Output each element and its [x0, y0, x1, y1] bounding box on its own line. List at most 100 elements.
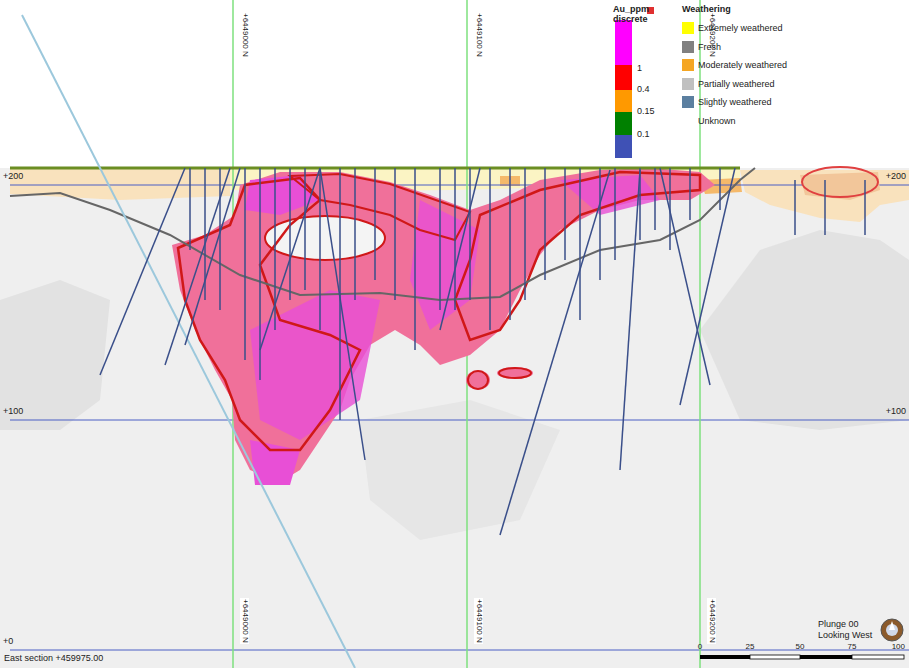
grid-line-elevation	[10, 650, 909, 651]
ore-grade-fill	[466, 370, 490, 390]
section-label: East section +459975.00	[4, 654, 103, 664]
legend-item: Unknown	[682, 115, 736, 127]
rock-zone	[0, 280, 110, 430]
drill-hole	[440, 168, 480, 330]
compass-icon	[881, 619, 903, 641]
drill-hole	[100, 168, 865, 535]
drill-hole	[289, 168, 291, 300]
ore-hole	[265, 216, 385, 260]
drill-hole	[660, 168, 710, 385]
scale-number: 25	[746, 643, 755, 652]
elevation-label: +100	[3, 407, 23, 417]
legend-title: discrete	[613, 15, 648, 25]
legend-swatch	[682, 96, 694, 108]
legend-text: Unknown	[698, 115, 736, 127]
color-scale-bar	[615, 20, 632, 65]
elevation-label: +100	[886, 407, 906, 417]
legend-text: Fresh	[698, 41, 721, 53]
ore-grade-fill	[497, 367, 533, 379]
ore-outline	[178, 167, 878, 450]
drill-hole	[680, 168, 735, 405]
legend-text: Extremely weathered	[698, 22, 783, 34]
drill-hole	[319, 168, 321, 330]
ore-outline	[802, 167, 878, 197]
ore-outline	[468, 371, 488, 389]
view-label: Plunge 00	[818, 620, 859, 630]
drill-hole	[620, 170, 640, 470]
legend-swatch	[682, 59, 694, 71]
legend-swatch	[682, 78, 694, 90]
ore-outline	[455, 172, 700, 340]
rock-zone	[700, 230, 909, 430]
scale-number: 75	[848, 643, 857, 652]
compass-icon	[889, 621, 895, 630]
drill-hole	[864, 180, 866, 235]
drill-hole	[654, 168, 656, 230]
legend-title: Au_ppm	[613, 5, 649, 15]
drill-hole	[579, 168, 581, 320]
ore-grade-fill	[250, 290, 380, 440]
drill-hole	[244, 168, 246, 360]
drill-hole	[354, 168, 356, 300]
scale-number: 0	[698, 643, 702, 652]
scale-value: 0.15	[637, 107, 655, 117]
drill-hole	[189, 168, 191, 250]
drill-hole	[414, 168, 416, 350]
ore-grade-fill	[172, 168, 715, 482]
rock-zone	[360, 400, 560, 540]
drill-hole	[614, 168, 616, 260]
weathering-zone	[10, 168, 230, 200]
legend-spacer	[682, 115, 694, 127]
ore-outline	[499, 368, 531, 378]
elevation-label: +0	[3, 637, 13, 647]
fault-line	[22, 15, 355, 668]
drill-hole	[219, 168, 221, 310]
legend-item: Slightly weathered	[682, 96, 772, 108]
grid-line-elevation	[10, 185, 909, 186]
color-scale-bar	[615, 20, 632, 158]
drill-hole	[304, 168, 306, 290]
scale-bar	[800, 655, 852, 659]
ore-outline	[290, 174, 470, 240]
drill-hole	[489, 168, 491, 330]
scale-value: 1	[637, 64, 642, 74]
drill-hole	[374, 168, 376, 280]
drill-hole	[564, 168, 566, 260]
legend-text: Moderately weathered	[698, 59, 787, 71]
legend-swatch	[682, 22, 694, 34]
legend-text: Slightly weathered	[698, 96, 772, 108]
compass-icon	[881, 619, 903, 641]
drill-hole	[599, 168, 601, 280]
northing-label: +6449100 N	[474, 598, 483, 644]
scale-bar	[852, 655, 904, 659]
drill-hole	[320, 168, 365, 460]
drill-hole	[439, 168, 441, 310]
drill-hole	[394, 168, 396, 300]
color-scale-bar	[615, 90, 632, 112]
drill-hole	[260, 168, 320, 350]
view-label: Looking West	[818, 631, 872, 641]
color-scale-bar	[615, 112, 632, 135]
fault-line	[22, 15, 355, 668]
color-scale-bar	[615, 65, 632, 90]
legend-item: Moderately weathered	[682, 59, 787, 71]
legend-item: Fresh	[682, 41, 721, 53]
drill-hole	[794, 180, 796, 235]
drill-hole	[509, 168, 511, 320]
drill-hole	[524, 168, 526, 300]
legend-text: Partially weathered	[698, 78, 775, 90]
scale-number: 50	[796, 643, 805, 652]
background	[0, 168, 909, 668]
drill-hole	[500, 170, 610, 535]
drill-hole	[185, 168, 240, 345]
color-scale-bar	[615, 135, 632, 158]
scale-value: 0.4	[637, 85, 650, 95]
scale-bar	[700, 655, 904, 659]
drill-hole	[469, 168, 471, 300]
weathering-boundary	[10, 168, 755, 300]
drill-hole	[165, 168, 230, 365]
